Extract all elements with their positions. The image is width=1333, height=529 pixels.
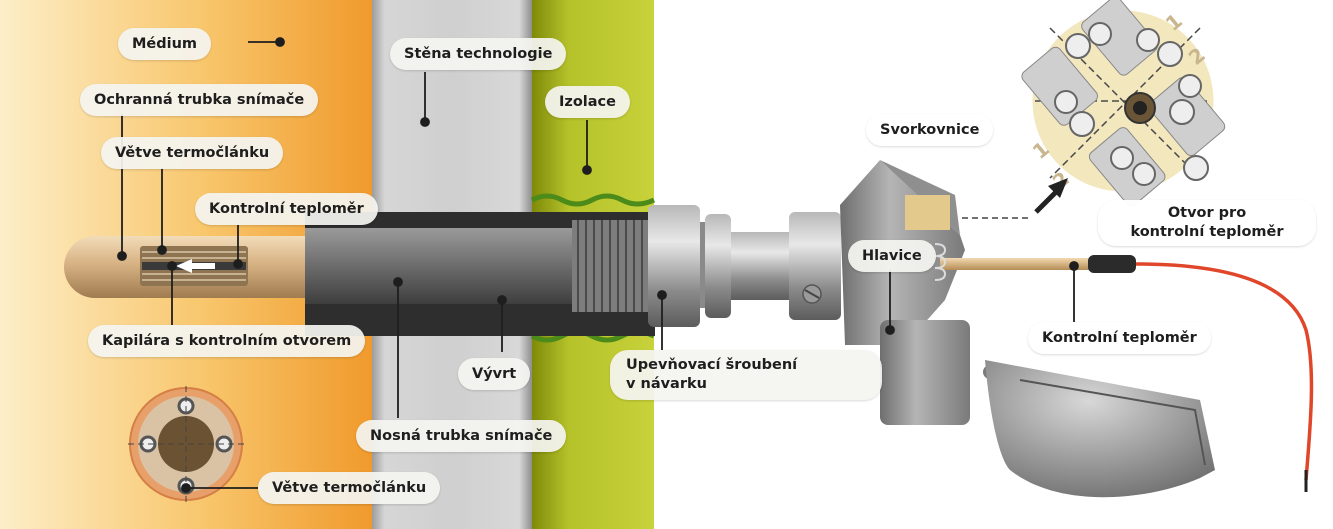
label-fitting-line1: Upevňovací šroubení [626, 357, 798, 373]
label-thermocouple-wires-bottom: Větve termočlánku [258, 472, 441, 504]
fitting-nut-2 [705, 214, 731, 318]
label-control-opening-line2: kontrolní teploměr [1130, 224, 1284, 240]
label-control-thermometer-left: Kontrolní teploměr [195, 193, 378, 225]
terminal-block-inset: 1 2 1 2 [1021, 0, 1226, 207]
fitting-nut [648, 205, 700, 327]
label-medium: Médium [118, 28, 212, 60]
label-protective-tube: Ochranná trubka snímače [80, 84, 319, 116]
label-terminal-block: Svorkovnice [866, 114, 994, 146]
label-control-thermometer-right: Kontrolní teploměr [1028, 322, 1211, 354]
label-fitting-line2: v návarku [626, 376, 707, 392]
support-tube [305, 228, 580, 304]
label-head: Hlavice [848, 240, 936, 272]
label-wall: Stěna technologie [390, 38, 567, 70]
label-fitting: Upevňovací šroubení v návarku [610, 350, 882, 400]
control-thermometer-sheath [940, 258, 1090, 270]
cable-sleeve [1088, 255, 1136, 273]
black-arrow-icon [1034, 178, 1068, 214]
label-thermocouple-wires-top: Větve termočlánku [101, 137, 284, 169]
label-insulation: Izolace [545, 86, 630, 118]
head-cover [985, 360, 1215, 498]
label-control-opening-line1: Otvor pro [1167, 205, 1247, 221]
label-bore: Vývrt [458, 358, 531, 390]
label-capillary: Kapilára s kontrolním otvorem [88, 325, 366, 357]
label-support-tube: Nosná trubka snímače [356, 420, 567, 452]
label-control-opening: Otvor pro kontrolní teploměr [1098, 200, 1316, 246]
threaded-part [572, 220, 652, 312]
white-arrow-icon [176, 259, 215, 273]
red-cable [1135, 262, 1314, 481]
cross-section [128, 386, 244, 505]
